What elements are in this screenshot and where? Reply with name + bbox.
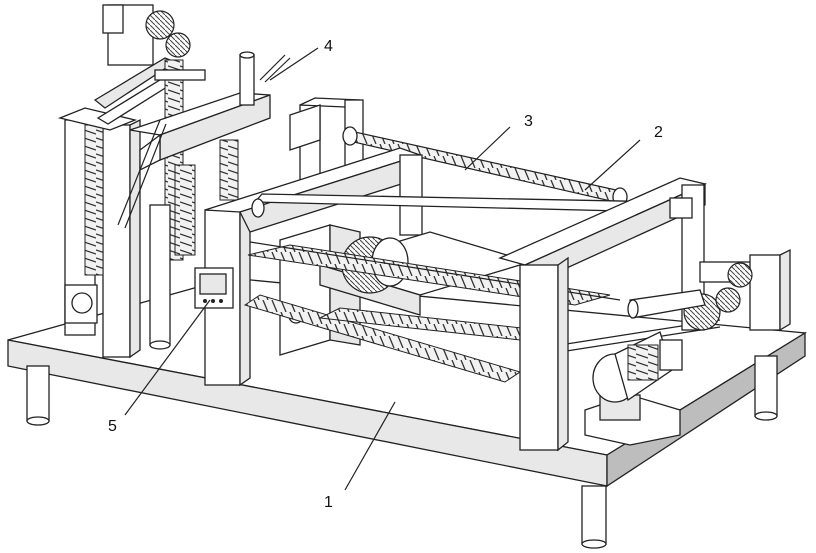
callout-1: 1: [324, 401, 396, 511]
callout-label: 1: [324, 494, 333, 511]
callout-3: 3: [464, 113, 533, 171]
motor-assembly: [584, 331, 683, 446]
callout-label: 5: [108, 418, 117, 435]
callout-4: 4: [269, 38, 333, 81]
callout-2: 2: [584, 124, 663, 191]
table-leg: [581, 485, 607, 549]
right-gear-train: [627, 248, 791, 332]
upper-carriage: [117, 51, 291, 350]
table-leg: [26, 365, 50, 426]
callout-label: 3: [524, 113, 533, 130]
table-leg: [754, 355, 778, 421]
callout-5: 5: [108, 299, 211, 435]
control-panel: [194, 267, 234, 309]
left-lifting-tower: [57, 4, 206, 359]
callout-label: 2: [654, 124, 663, 141]
front-right-frame: [498, 177, 708, 452]
cutter-carriage: [243, 224, 721, 383]
callout-label: 4: [324, 38, 333, 55]
